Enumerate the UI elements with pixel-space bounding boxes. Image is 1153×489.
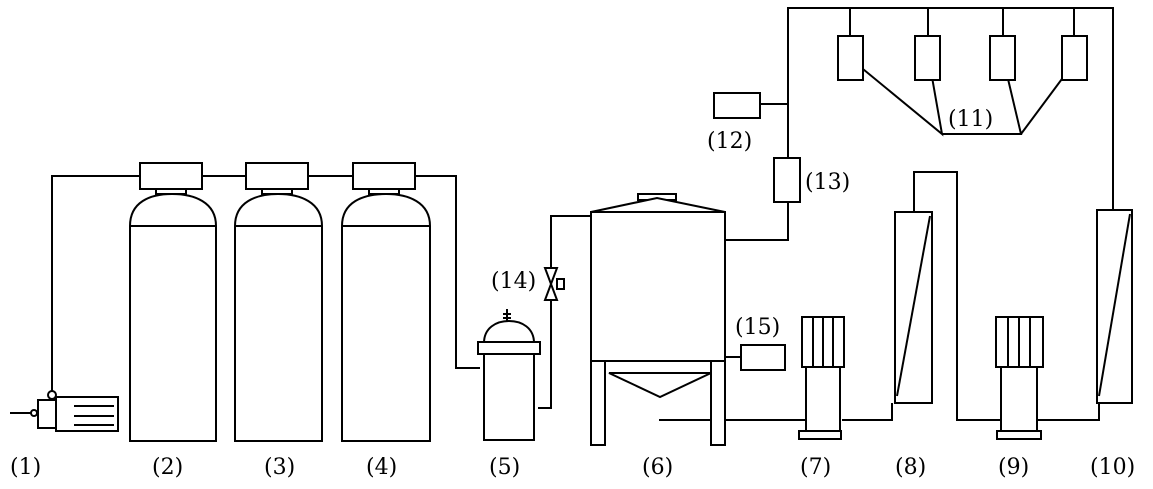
control-box-12 xyxy=(713,92,761,119)
pump-9 xyxy=(995,316,1044,440)
label-13: (13) xyxy=(805,170,850,195)
feed-pump-1 xyxy=(10,390,119,432)
label-1: (1) xyxy=(10,455,41,480)
label-6: (6) xyxy=(642,455,673,480)
labels: (1) (2) (3) (4) (5) (6) (7) (8) (9) (10)… xyxy=(10,107,1135,480)
label-7: (7) xyxy=(800,455,831,480)
label-5: (5) xyxy=(489,455,520,480)
column-10 xyxy=(1096,209,1133,404)
column-8 xyxy=(894,211,933,404)
spray-nozzles-11 xyxy=(837,35,1088,81)
label-9: (9) xyxy=(998,455,1029,480)
label-11: (11) xyxy=(948,107,993,132)
cartridge-filter-5 xyxy=(477,309,541,441)
pump-7 xyxy=(798,316,845,440)
label-10: (10) xyxy=(1090,455,1135,480)
tank-2 xyxy=(129,162,217,442)
tank-4 xyxy=(341,162,431,442)
label-2: (2) xyxy=(152,455,183,480)
valve-14 xyxy=(543,267,565,301)
reaction-vessel-6 xyxy=(590,193,726,446)
label-8: (8) xyxy=(895,455,926,480)
label-3: (3) xyxy=(264,455,295,480)
label-12: (12) xyxy=(707,129,752,154)
flow-meter-13 xyxy=(773,157,801,203)
label-14: (14) xyxy=(491,269,536,294)
tank-3 xyxy=(234,162,323,442)
control-box-15 xyxy=(740,344,786,371)
label-4: (4) xyxy=(366,455,397,480)
label-15: (15) xyxy=(735,315,780,340)
